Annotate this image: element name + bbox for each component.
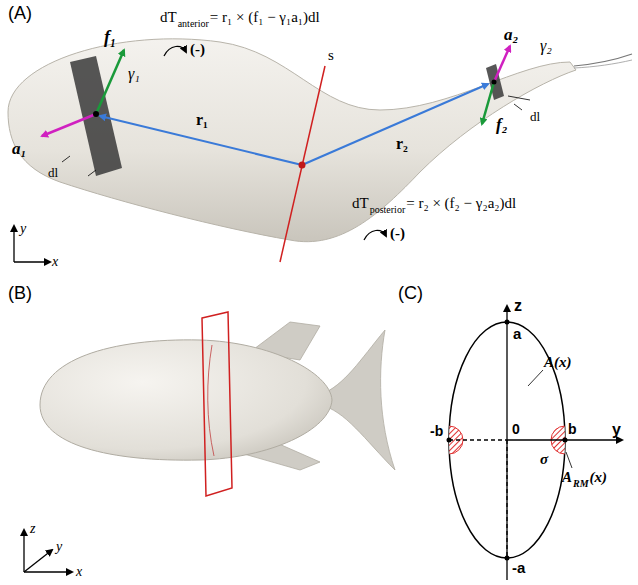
figure-label: b — [568, 422, 577, 436]
figure-label: RM — [573, 479, 589, 489]
figure-label: a₁ — [12, 140, 26, 157]
figure-label: -a — [512, 560, 525, 575]
figure-label: dl — [530, 110, 540, 123]
figure-label: posterior — [370, 205, 406, 215]
figure-label: -b — [430, 424, 443, 438]
figure-label: z — [514, 298, 522, 314]
figure-label: (A) — [8, 4, 32, 22]
figure-label: (C) — [398, 284, 423, 302]
figure-label: dT — [352, 196, 369, 211]
figure-label: γ₁ — [128, 66, 140, 82]
figure-label: x — [76, 565, 82, 579]
figure-label: (B) — [8, 284, 32, 302]
figure-label: anterior — [178, 19, 209, 29]
figure-label: y — [20, 222, 26, 236]
figure-label: dT — [160, 10, 177, 25]
figure-label: s — [328, 48, 334, 63]
figure-label: (-) — [390, 226, 405, 241]
figure-label: = r₂ × (f₂ − γ₂a₂)dl — [406, 196, 516, 211]
figure-label: x — [52, 255, 58, 269]
figure-label: y — [612, 422, 621, 438]
figure-label: A — [562, 470, 572, 485]
figure-label: σ — [540, 452, 548, 467]
figure-label: f₂ — [496, 116, 508, 133]
figure-label: γ₂ — [540, 38, 552, 54]
figure-label: y — [56, 540, 62, 554]
figure-label: a — [513, 326, 521, 341]
figure-label: dl — [48, 166, 58, 179]
figure-label: f₁ — [104, 28, 116, 46]
figure-label: = r₁ × (f₁ − γ₁a₁)dl — [210, 10, 320, 25]
figure-label: a₂ — [504, 26, 518, 43]
figure-label: r₂ — [396, 136, 408, 152]
figure-label: 0 — [512, 422, 520, 436]
figure-label: z — [30, 522, 35, 536]
figure-label: A(x) — [544, 355, 572, 370]
figure-label: (-) — [190, 42, 205, 57]
figure-label: r₁ — [196, 112, 208, 128]
figure-label: (x) — [590, 470, 608, 485]
